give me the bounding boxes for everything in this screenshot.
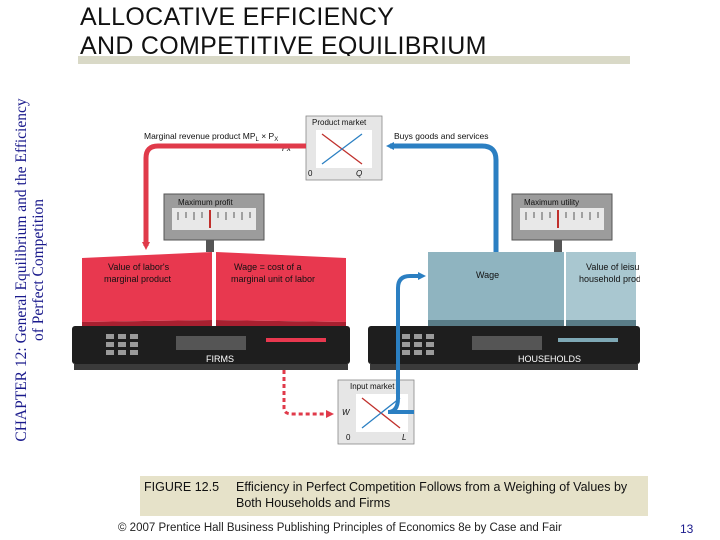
value-labor-line2: marginal product (104, 274, 172, 284)
blue-arrow-households-to-product (386, 142, 499, 252)
households-scale: HOUSEHOLDS Wage Value of leisure and hou… (368, 193, 640, 370)
firms-left-pan (82, 252, 212, 322)
red-arrow-firms-to-input (282, 370, 334, 418)
blue-arrow-input-to-households (387, 272, 426, 414)
leisure-line2: household production (579, 274, 640, 284)
households-left-pan (428, 252, 564, 320)
household-wage-label: Wage (476, 270, 499, 280)
page-number: 13 (680, 522, 694, 536)
chapter-title-line1: CHAPTER 12: General Equilibrium and the … (13, 98, 30, 442)
copyright-footer: © 2007 Prentice Hall Business Publishing… (118, 522, 562, 534)
chapter-sidebar: CHAPTER 12: General Equilibrium and the … (0, 0, 60, 540)
product-market-label: Product market (312, 118, 367, 127)
product-supply-curve (321, 133, 363, 165)
wage-cost-line1: Wage = cost of a (234, 262, 301, 272)
households-right-pan (566, 252, 636, 320)
input-supply-curve (361, 397, 401, 429)
slide-title-line1: ALLOCATIVE EFFICIENCY (80, 3, 395, 31)
value-labor-line1: Value of labor's (108, 262, 170, 272)
title-underline-bar (78, 56, 630, 64)
max-utility-label: Maximum utility (524, 198, 579, 207)
product-market-box: Product market 0 Q (305, 115, 383, 181)
leisure-line1: Value of leisure and (586, 262, 640, 272)
max-profit-label: Maximum profit (178, 198, 233, 207)
product-market-q-label: Q (356, 169, 362, 178)
buys-goods-label: Buys goods and services (394, 131, 489, 141)
efficiency-diagram: FIRMS Value of labor's marginal product … (72, 115, 640, 445)
firms-label: FIRMS (206, 354, 234, 364)
wage-cost-line2: marginal unit of labor (231, 274, 315, 284)
input-market-l-label: L (402, 433, 406, 442)
figure-caption: FIGURE 12.5 Efficiency in Perfect Compet… (140, 476, 648, 516)
product-market-origin: 0 (308, 169, 313, 178)
firms-right-pan (216, 252, 346, 322)
firms-scale: FIRMS Value of labor's marginal product … (72, 193, 350, 370)
slide-title-line2: AND COMPETITIVE EQUILIBRIUM (80, 32, 487, 60)
figure-title: Efficiency in Perfect Competition Follow… (236, 480, 628, 510)
input-market-label: Input market (350, 382, 395, 391)
red-arrow-product-to-firms (142, 143, 306, 250)
input-market-origin: 0 (346, 433, 351, 442)
chapter-title-line2: of Perfect Competition (30, 198, 47, 342)
households-label: HOUSEHOLDS (518, 354, 581, 364)
slide-title: ALLOCATIVE EFFICIENCY AND COMPETITIVE EQ… (80, 3, 487, 61)
mrp-label: Marginal revenue product MPL × PX (144, 131, 278, 143)
input-market-w-label: W (342, 408, 351, 417)
figure-number: FIGURE 12.5 (144, 480, 220, 494)
chapter-title: CHAPTER 12: General Equilibrium and the … (13, 0, 47, 540)
